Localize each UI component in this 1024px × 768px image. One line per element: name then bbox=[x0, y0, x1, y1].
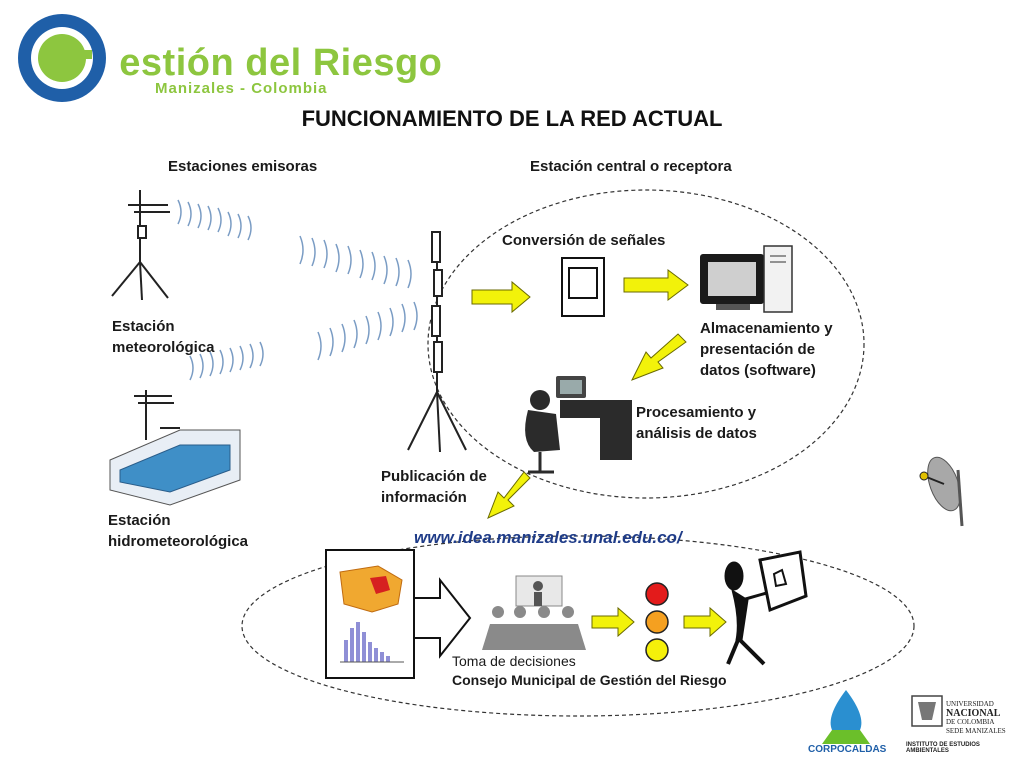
corpocaldas-logo bbox=[822, 690, 870, 744]
arrow-to-person bbox=[683, 606, 727, 638]
person-with-sign-icon bbox=[724, 550, 808, 666]
label-signal-conversion: Conversión de señales bbox=[502, 232, 666, 249]
publication-ellipse bbox=[241, 535, 915, 717]
publication-url[interactable]: www.idea.manizales.unal.edu.co/ bbox=[414, 528, 682, 547]
label-publication: Publicación de información bbox=[381, 468, 487, 506]
label-central-station: Estación central o receptora bbox=[530, 158, 732, 175]
computer-icon bbox=[700, 245, 793, 313]
corpocaldas-label: CORPOCALDAS bbox=[808, 744, 887, 755]
unal-label: UNIVERSIDAD NACIONAL DE COLOMBIA SEDE MA… bbox=[946, 700, 1006, 735]
logo-subtitle: Manizales - Colombia bbox=[155, 80, 328, 97]
logo-wordmark: Gestión del Riesgo bbox=[119, 42, 443, 84]
label-decision: Toma de decisiones bbox=[452, 653, 576, 669]
label-meteo-station: Estación meteorológica bbox=[112, 318, 215, 356]
arrow-to-traffic-light bbox=[591, 606, 635, 638]
arrow-to-conversion bbox=[471, 280, 531, 314]
label-hydro-station: Estación hidrometeorológica bbox=[108, 512, 249, 550]
arrow-to-publication bbox=[487, 471, 531, 519]
satellite-dish-icon bbox=[919, 456, 964, 527]
flow-arrows bbox=[471, 269, 727, 638]
receiver-antenna-icon bbox=[407, 231, 467, 453]
meeting-group-icon bbox=[482, 575, 586, 650]
label-processing: Procesamiento y análisis de datos bbox=[636, 404, 757, 442]
hollow-arrow-to-meeting bbox=[413, 577, 472, 659]
unal-institute-label: INSTITUTO DE ESTUDIOS AMBIENTALES bbox=[906, 742, 980, 754]
meteo-station-icon bbox=[111, 190, 170, 301]
analyst-at-desk-icon bbox=[525, 376, 632, 474]
gestion-riesgo-logo bbox=[18, 14, 106, 102]
signal-waves-meteo bbox=[177, 199, 412, 289]
label-emitting-stations: Estaciones emisoras bbox=[168, 158, 318, 175]
arrow-to-processing bbox=[630, 333, 687, 381]
signal-waves-hydro bbox=[189, 301, 418, 381]
signal-converter-icon bbox=[561, 257, 605, 317]
central-station-ellipse bbox=[427, 189, 865, 499]
unal-seal bbox=[911, 695, 943, 727]
label-storage: Almacenamiento y presentación de datos (… bbox=[700, 320, 833, 379]
hydro-station-icon bbox=[109, 390, 241, 506]
report-document-icon bbox=[325, 549, 415, 679]
arrow-to-computer bbox=[623, 269, 689, 301]
label-council: Consejo Municipal de Gestión del Riesgo bbox=[452, 672, 727, 688]
page-title: FUNCIONAMIENTO DE LA RED ACTUAL bbox=[301, 106, 723, 131]
traffic-light-icon bbox=[645, 582, 669, 662]
